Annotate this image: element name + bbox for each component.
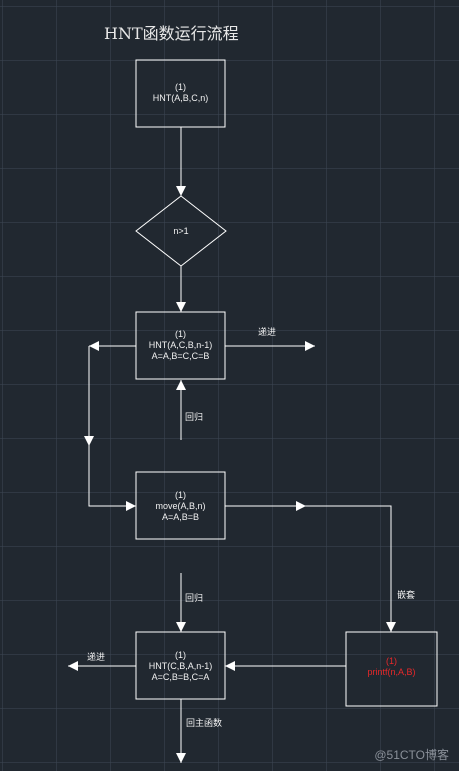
edge-move-print (225, 505, 396, 632)
decision-text: n>1 (136, 226, 226, 237)
recurse2-text: (1) HNT(C,B,A,n-1) A=C,B=B,C=A (136, 650, 225, 683)
start-text: (1) HNT(A,B,C,n) (136, 82, 225, 104)
move-text: (1) move(A,B,n) A=A,B=B (136, 490, 225, 523)
print-call: printf(n,A,B) (367, 667, 416, 677)
move-assign: A=A,B=B (161, 512, 200, 522)
recurse1-call: HNT(A,C,B,n-1) (148, 340, 213, 350)
recurse2-step: (1) (175, 650, 186, 660)
recurse1-assign: A=A,B=C,C=B (151, 351, 210, 361)
label-return-1: 回归 (185, 412, 204, 422)
move-step: (1) (175, 490, 186, 500)
diagram-title: HNT函数运行流程 (104, 24, 239, 43)
watermark-text: @51CTO博客 (374, 748, 449, 762)
edge-left-loop (88, 346, 136, 511)
label-recurse-out-1: 递进 (258, 327, 277, 337)
recurse2-call: HNT(C,B,A,n-1) (148, 661, 213, 671)
start-step: (1) (175, 82, 186, 92)
label-nested: 嵌套 (397, 590, 416, 600)
recurse1-text: (1) HNT(A,C,B,n-1) A=A,B=C,C=B (136, 329, 225, 362)
label-recurse-out-2: 递进 (87, 652, 106, 662)
recurse2-assign: A=C,B=B,C=A (151, 672, 210, 682)
print-text: (1) printf(n,A,B) (346, 656, 437, 678)
label-return-2: 回归 (185, 593, 204, 603)
move-call: move(A,B,n) (155, 501, 206, 511)
decision-condition: n>1 (173, 226, 189, 236)
start-call: HNT(A,B,C,n) (152, 93, 209, 103)
print-step: (1) (386, 656, 397, 666)
recurse1-step: (1) (175, 329, 186, 339)
label-return-main: 回主函数 (186, 718, 223, 728)
